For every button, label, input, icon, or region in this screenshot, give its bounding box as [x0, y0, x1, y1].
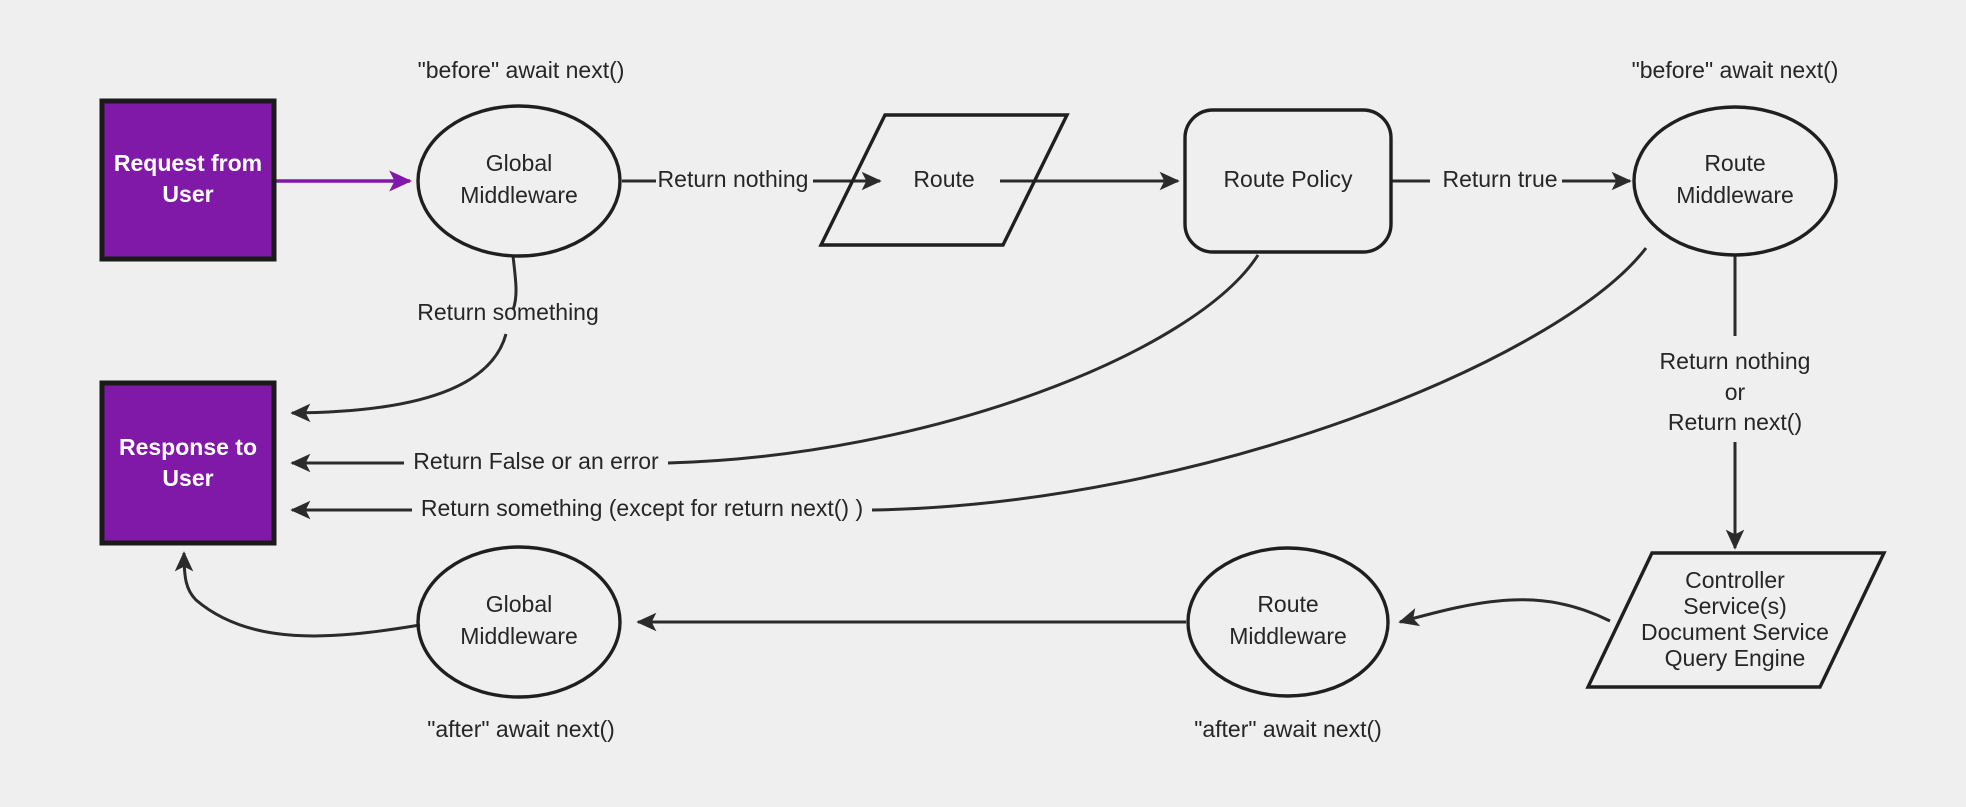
request-from-user-label-line1: Request from	[114, 150, 262, 176]
edge-label-return-nothing: Return nothing	[658, 166, 809, 192]
node-response-to-user[interactable]: Response to User	[99, 380, 277, 546]
node-route-policy[interactable]: Route Policy	[1183, 108, 1393, 254]
controller-services-label-line2: Service(s)	[1683, 593, 1787, 619]
annotation-after-await-next-bottom-right: "after" await next()	[1194, 716, 1382, 742]
node-route-middleware-after[interactable]: Route Middleware	[1186, 546, 1390, 698]
route-shape	[818, 113, 1070, 247]
annotation-after-await-next-bottom-left: "after" await next()	[427, 716, 615, 742]
node-route[interactable]: Route	[818, 113, 1070, 247]
edge-route-policy-to-label-return-false	[667, 254, 1260, 465]
edge-label-return-false-or-error: Return False or an error	[413, 448, 659, 474]
global-middleware-after-label-line1: Global	[486, 591, 552, 617]
node-route-middleware-before[interactable]: Route Middleware	[1632, 105, 1838, 257]
response-to-user-label-line1: Response to	[119, 434, 257, 460]
route-middleware-after-shape	[1186, 546, 1390, 698]
global-middleware-before-label-line1: Global	[486, 150, 552, 176]
annotation-before-await-next-top-left: "before" await next()	[418, 57, 625, 83]
route-policy-shape	[1183, 108, 1393, 254]
node-global-middleware-before[interactable]: Global Middleware	[416, 104, 622, 258]
edge-label-return-nothing-or-line2: or	[1725, 379, 1746, 405]
response-to-user-shape	[99, 380, 277, 546]
node-request-from-user[interactable]: Request from User	[99, 98, 277, 262]
route-middleware-before-shape	[1632, 105, 1838, 257]
annotation-before-await-next-top-right: "before" await next()	[1632, 57, 1839, 83]
edge-label-return-something: Return something	[417, 299, 599, 325]
edge-label-return-something-except: Return something (except for return next…	[421, 495, 863, 521]
route-middleware-after-label-line1: Route	[1257, 591, 1318, 617]
edge-label-return-something-to-response	[290, 333, 508, 423]
route-label: Route	[913, 166, 974, 192]
edge-route-middleware-to-label-return-something-except	[871, 247, 1648, 512]
global-middleware-after-shape	[416, 545, 622, 699]
request-from-user-label-line2: User	[162, 181, 213, 207]
edge-controller-to-route-middleware-after	[1398, 598, 1611, 627]
controller-services-label-line1: Controller	[1685, 567, 1785, 593]
route-middleware-before-label-line2: Middleware	[1676, 182, 1794, 208]
route-middleware-after-label-line2: Middleware	[1229, 623, 1347, 649]
route-middleware-before-label-line1: Route	[1704, 150, 1765, 176]
controller-services-label-line3: Document Service	[1641, 619, 1829, 645]
route-policy-label: Route Policy	[1223, 166, 1353, 192]
global-middleware-after-label-line2: Middleware	[460, 623, 578, 649]
controller-services-shape	[1585, 551, 1887, 689]
controller-services-label-line4: Query Engine	[1665, 645, 1806, 671]
edge-label-return-true: Return true	[1442, 166, 1557, 192]
node-controller-services[interactable]: Controller Service(s) Document Service Q…	[1585, 551, 1887, 689]
edge-label-return-nothing-or-line1: Return nothing	[1660, 348, 1811, 374]
response-to-user-label-line2: User	[162, 465, 213, 491]
edge-label-return-nothing-or-line3: Return next()	[1668, 409, 1802, 435]
edge-global-middleware-to-label-return-something	[511, 255, 518, 311]
global-middleware-before-label-line2: Middleware	[460, 182, 578, 208]
global-middleware-before-shape	[416, 104, 622, 258]
node-global-middleware-after[interactable]: Global Middleware	[416, 545, 622, 699]
edge-global-middleware-after-to-response	[174, 551, 421, 638]
request-from-user-shape	[99, 98, 277, 262]
